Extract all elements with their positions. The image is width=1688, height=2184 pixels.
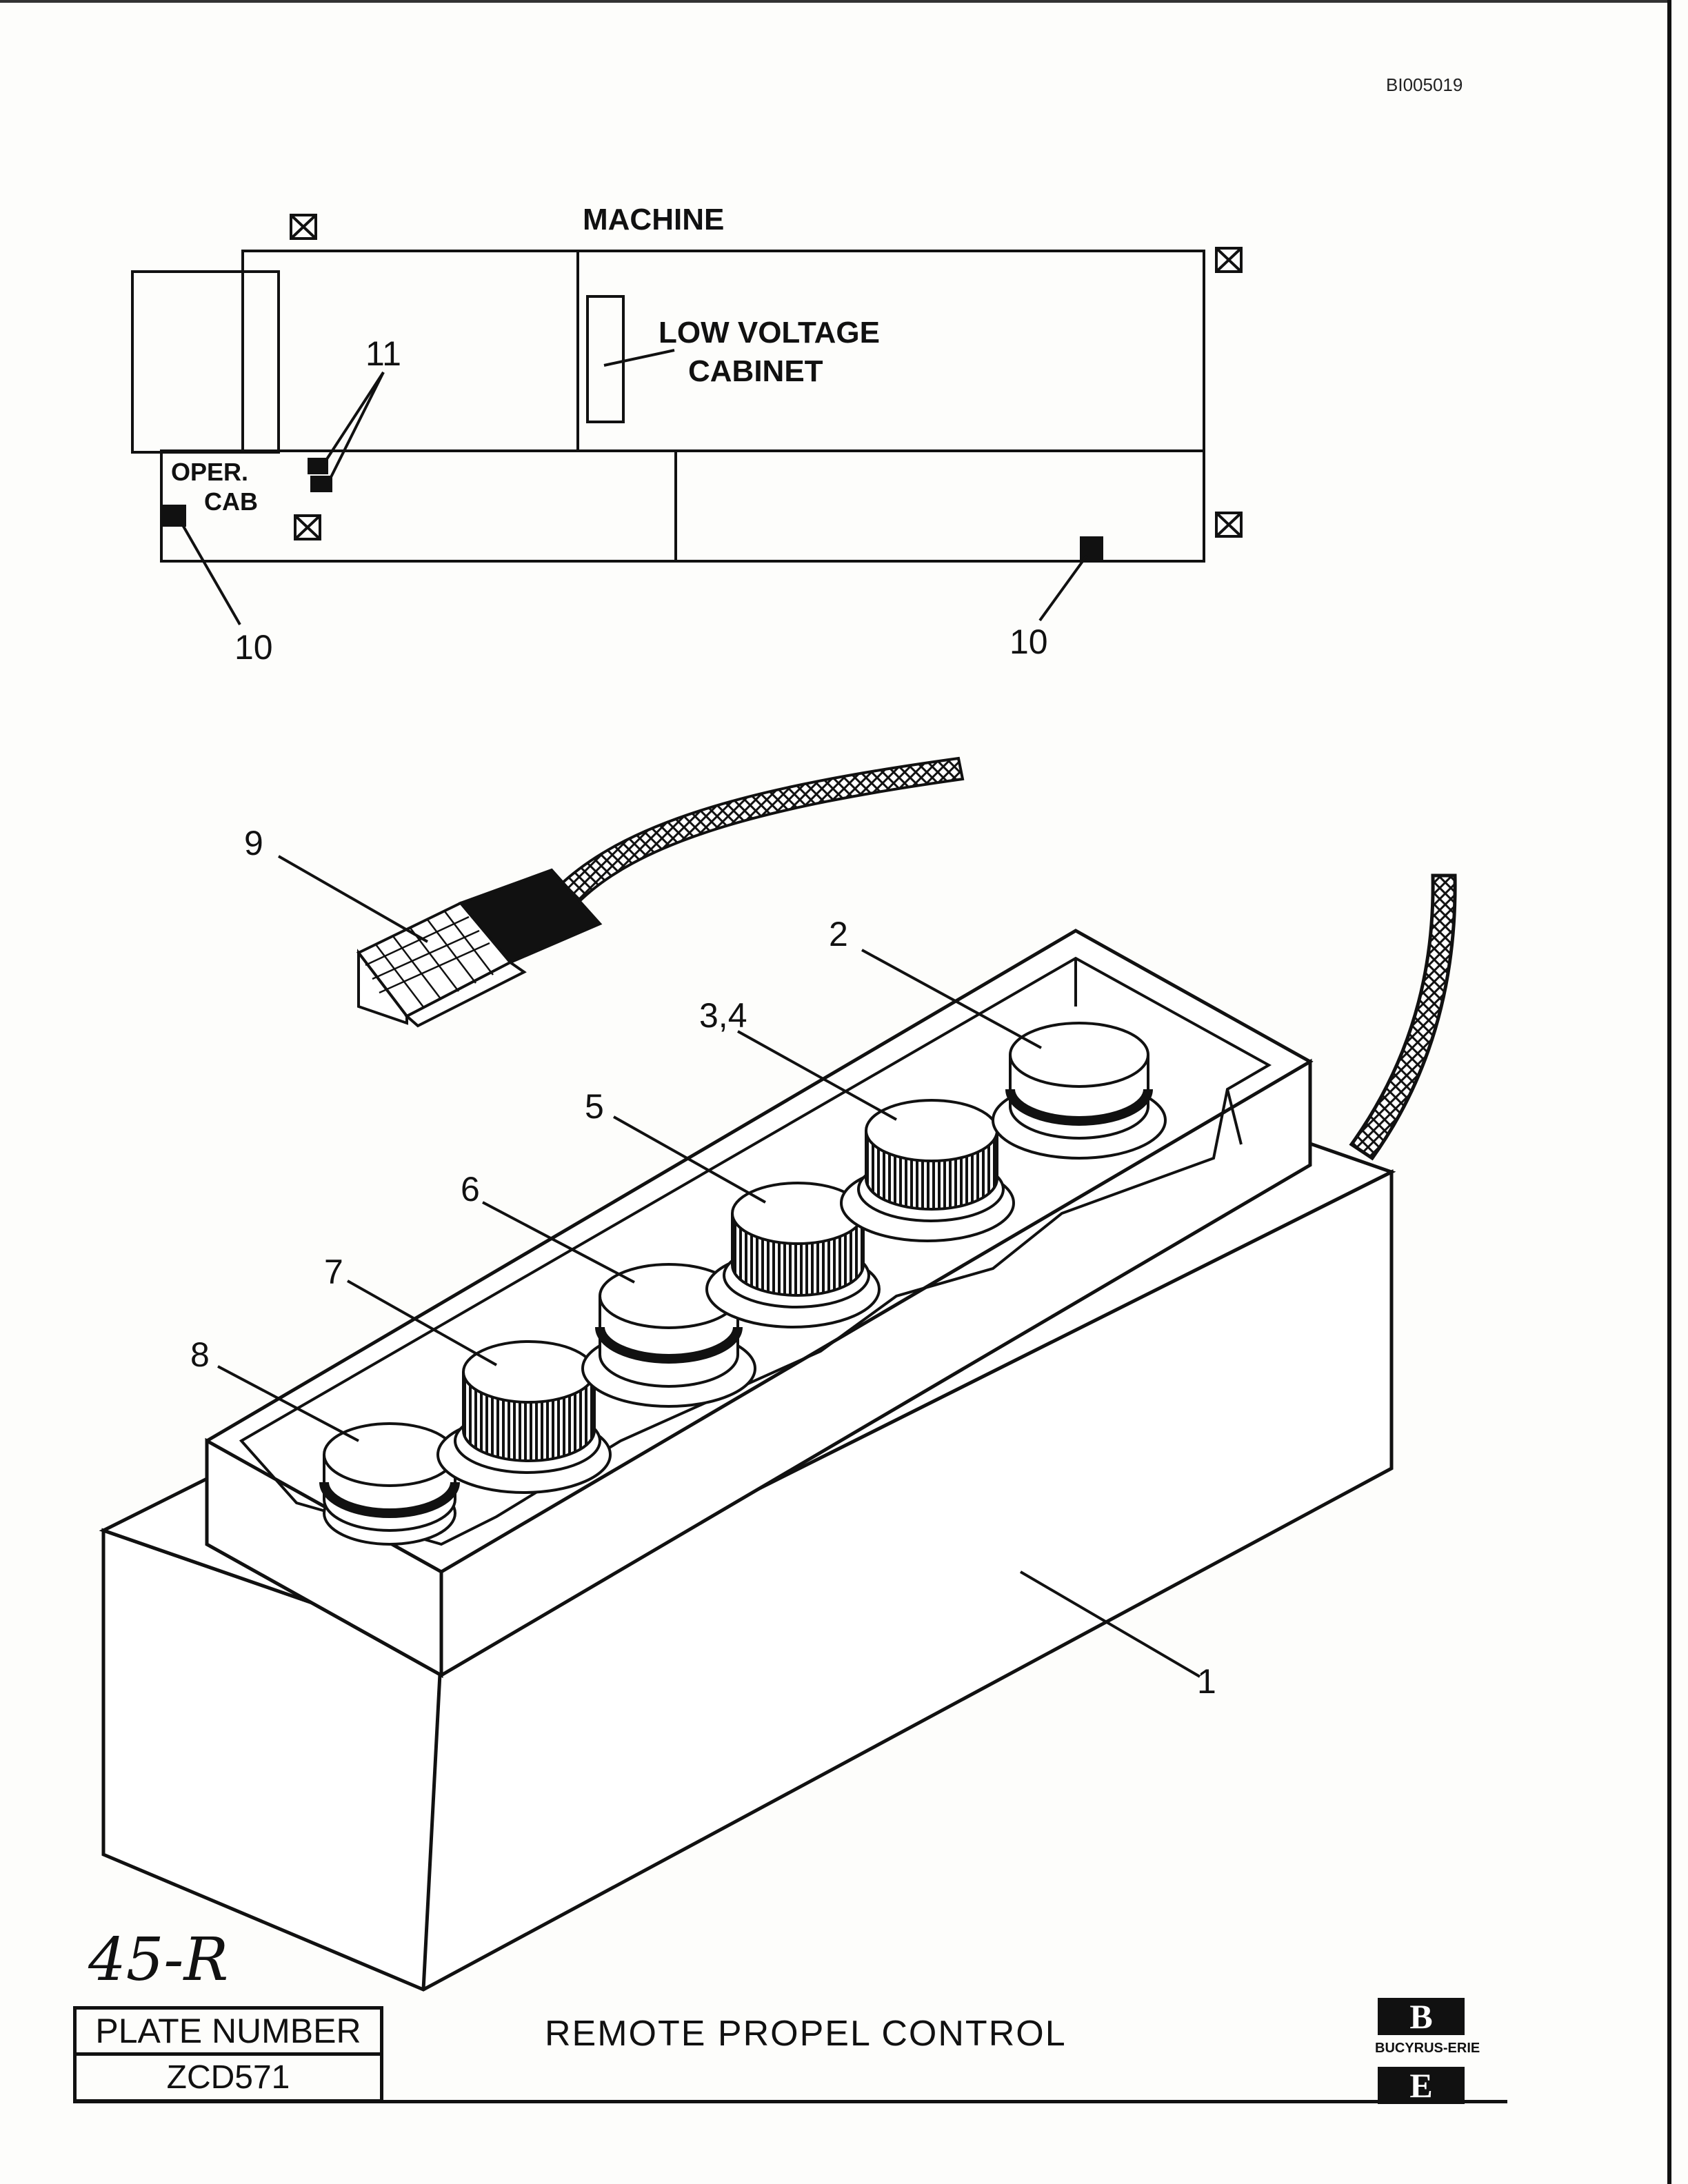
- title-rule: [73, 2100, 1507, 2103]
- callout-6: 6: [461, 1170, 480, 1209]
- callout-1: 1: [1197, 1662, 1216, 1701]
- machine-title: MACHINE: [583, 203, 724, 236]
- knob-7: [436, 1340, 612, 1494]
- location-marker-11a: [308, 458, 328, 474]
- bucyrus-erie-logo: B BUCYRUS-ERIE E: [1375, 1998, 1503, 2105]
- knob-8: [319, 1422, 460, 1546]
- knob-3-4: [840, 1099, 1015, 1242]
- location-marker-11b: [310, 476, 332, 492]
- machine-left-block: [131, 270, 280, 454]
- corner-mark-icon: [294, 514, 321, 540]
- corner-mark-icon: [290, 214, 317, 240]
- low-voltage-cabinet-box: [586, 295, 625, 423]
- plate-page-handwritten: 45-R: [88, 1925, 228, 1994]
- callout-10-left: 10: [234, 628, 273, 667]
- sheet-top-edge: [0, 0, 1671, 3]
- logo-e-mark: E: [1378, 2067, 1465, 2104]
- knob-5: [705, 1182, 881, 1328]
- callout-7: 7: [324, 1253, 343, 1291]
- document-id: BI005019: [1386, 74, 1463, 95]
- plate-number-block: PLATE NUMBER ZCD571: [73, 2006, 383, 2103]
- callout-11: 11: [365, 334, 401, 373]
- logo-b-mark: B: [1378, 1998, 1465, 2035]
- callout-5: 5: [585, 1087, 604, 1126]
- corner-mark-icon: [1215, 512, 1243, 538]
- logo-name: BUCYRUS-ERIE: [1375, 2041, 1480, 2056]
- cab-label: CAB: [204, 487, 258, 516]
- oper-cab-label: OPER.: [171, 458, 248, 486]
- location-marker-10a: [163, 505, 186, 527]
- callout-8: 8: [190, 1335, 210, 1374]
- knob-6: [581, 1263, 756, 1408]
- callout-3-4: 3,4: [699, 996, 747, 1035]
- cabinet-label: CABINET: [688, 354, 823, 388]
- machine-lower-outline: [160, 449, 1205, 563]
- low-voltage-label: LOW VOLTAGE: [659, 316, 880, 350]
- cable-connector: [278, 756, 965, 1028]
- knob-2: [992, 1022, 1167, 1160]
- callout-2: 2: [829, 915, 848, 953]
- plate-number-value: ZCD571: [166, 2059, 290, 2096]
- plate-title: REMOTE PROPEL CONTROL: [545, 2014, 1067, 2054]
- plate-number-label: PLATE NUMBER: [77, 2010, 380, 2056]
- corner-mark-icon: [1215, 247, 1243, 273]
- knob-leaders: [217, 949, 1042, 1442]
- control-box: [99, 873, 1457, 1992]
- location-marker-10b: [1080, 536, 1103, 560]
- machine-layout-plan: MACHINE: [131, 203, 1243, 625]
- sheet-right-edge: [1667, 0, 1671, 2184]
- callout-9: 9: [244, 824, 263, 862]
- callout-10-right: 10: [1009, 623, 1048, 661]
